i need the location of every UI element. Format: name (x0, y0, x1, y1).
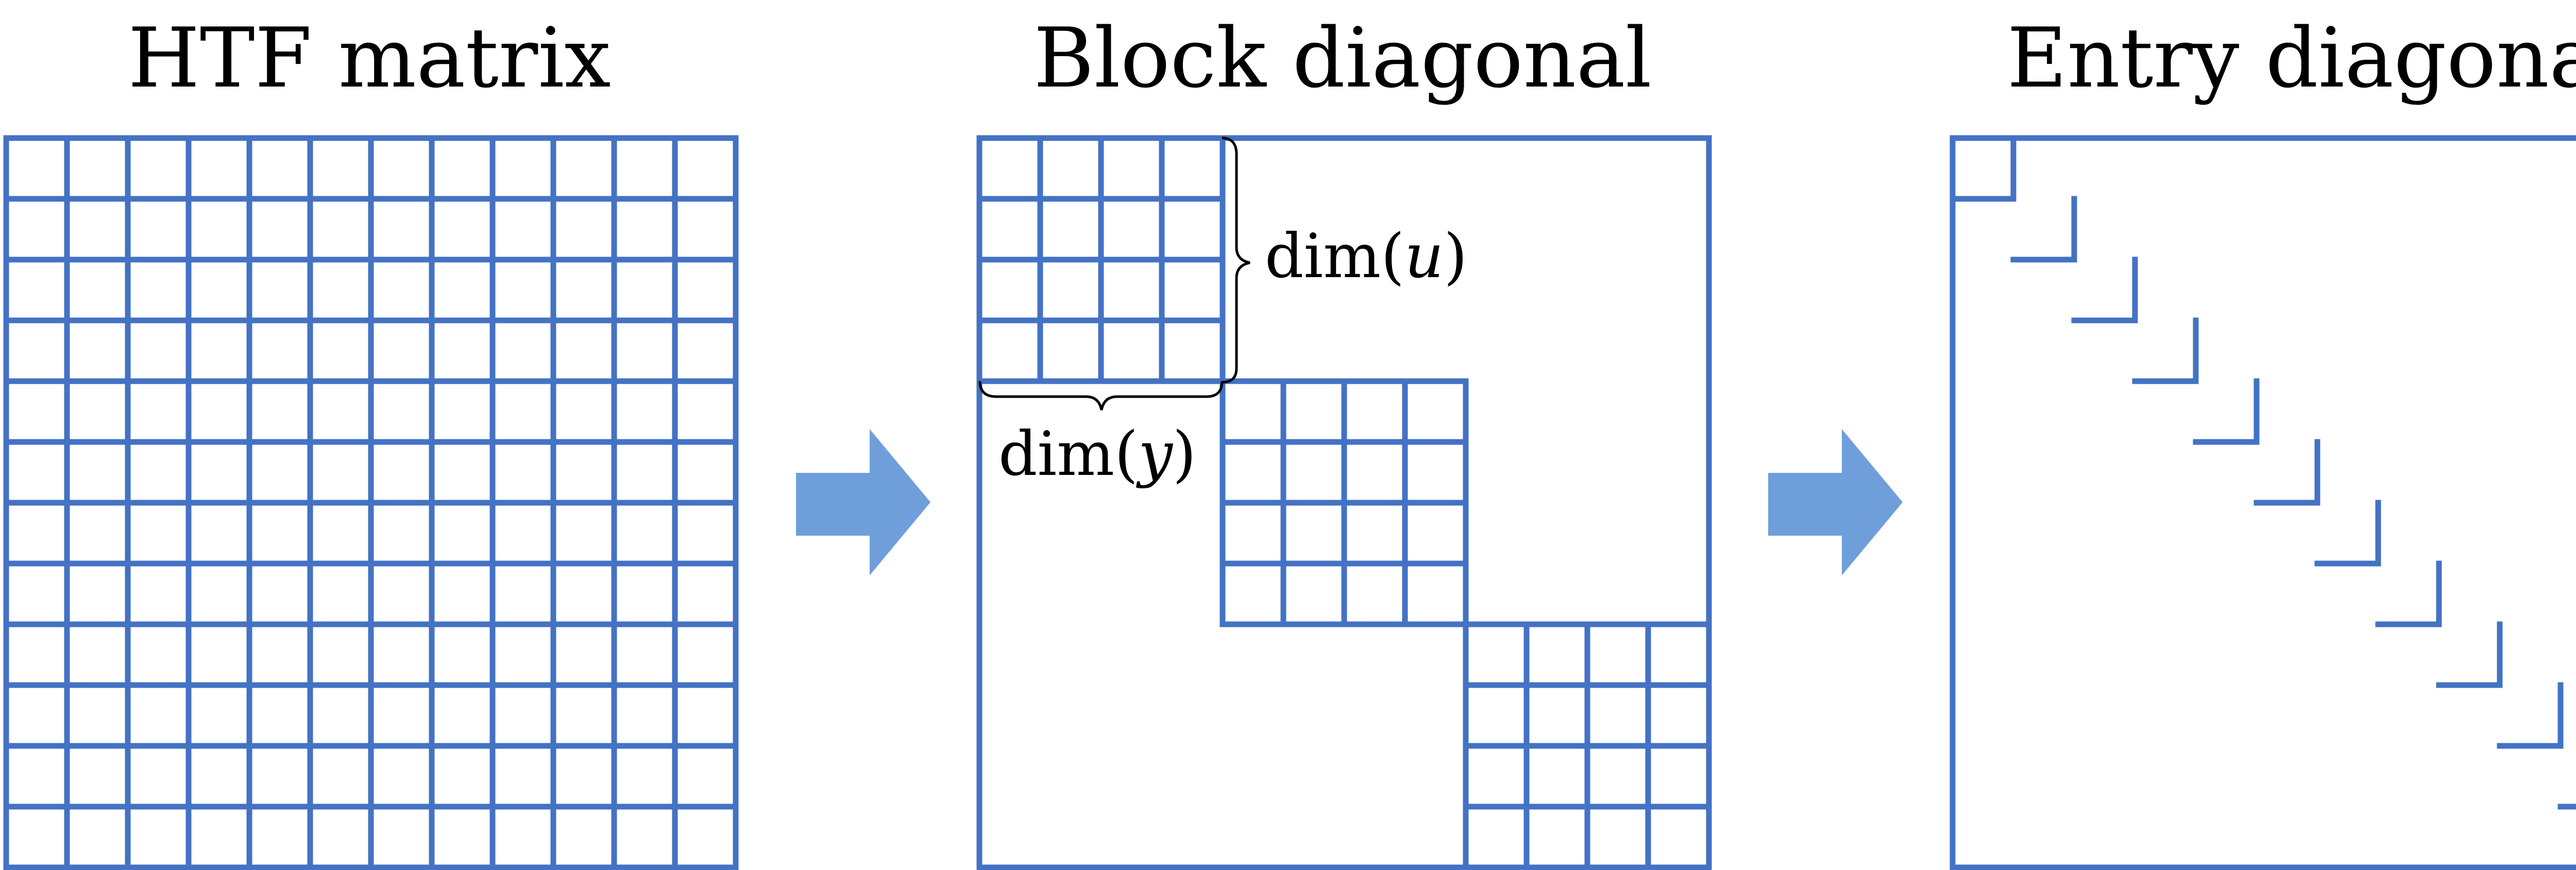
arrow-to-entry-diagonal-icon (1768, 429, 1903, 575)
dim-y-brace (978, 381, 1224, 411)
dim-y-label: dim(y) (998, 418, 1196, 489)
panel-title-block-diagonal: Block diagonal (1033, 10, 1652, 106)
dim-u-brace (1222, 137, 1250, 384)
matrix-frame (1950, 135, 2576, 870)
arrow-to-block-diagonal-icon (796, 429, 930, 575)
dim-u-label: dim(u) (1265, 220, 1467, 292)
htf-matrix-grid (3, 135, 739, 870)
block-diagonal-matrix (976, 135, 1712, 870)
entry-diagonal-matrix (1950, 135, 2576, 870)
panel-title-entry-diagonal: Entry diagonal (2007, 10, 2576, 106)
panel-title-htf-matrix: HTF matrix (128, 10, 611, 106)
matrix-frame (976, 135, 1712, 870)
